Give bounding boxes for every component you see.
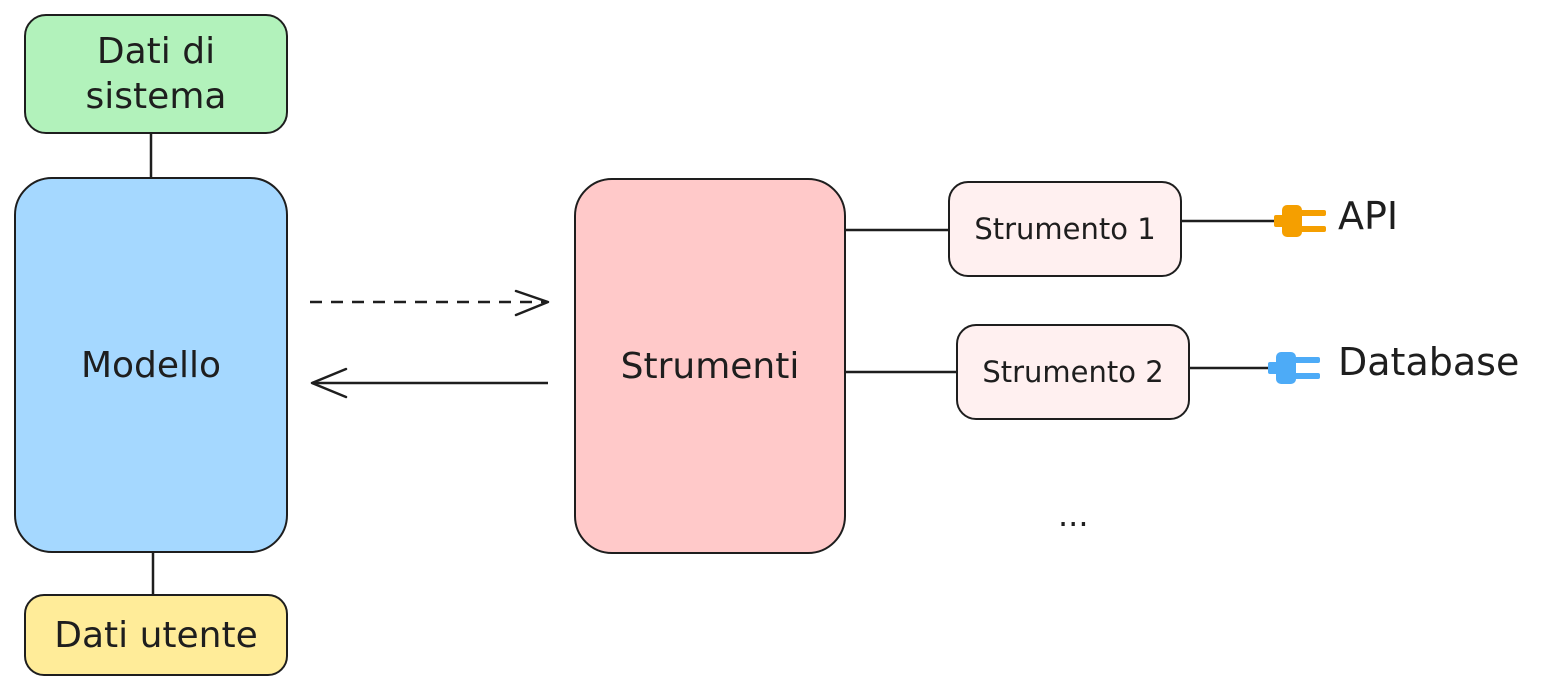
database-label: Database — [1338, 340, 1520, 384]
tools-node: Strumenti — [574, 178, 846, 554]
more-tools-ellipsis: ... — [1058, 496, 1089, 534]
user-data-node: Dati utente — [24, 594, 288, 676]
model-label: Modello — [80, 344, 222, 386]
arrow-model-to-tools — [310, 289, 550, 317]
plug-icon — [1268, 352, 1320, 384]
user-data-label: Dati utente — [54, 614, 258, 656]
tool-2-node: Strumento 2 — [956, 324, 1190, 420]
tool-1-node: Strumento 1 — [948, 181, 1182, 277]
system-data-node: Dati di sistema — [24, 14, 288, 134]
system-data-label: Dati di sistema — [85, 31, 227, 117]
arrow-tools-to-model — [310, 367, 548, 399]
model-node: Modello — [14, 177, 288, 553]
api-label: API — [1338, 194, 1399, 238]
tool-2-label: Strumento 2 — [982, 354, 1164, 389]
tool-1-label: Strumento 1 — [974, 211, 1156, 246]
tools-label: Strumenti — [620, 345, 800, 387]
plug-icon — [1274, 205, 1326, 237]
